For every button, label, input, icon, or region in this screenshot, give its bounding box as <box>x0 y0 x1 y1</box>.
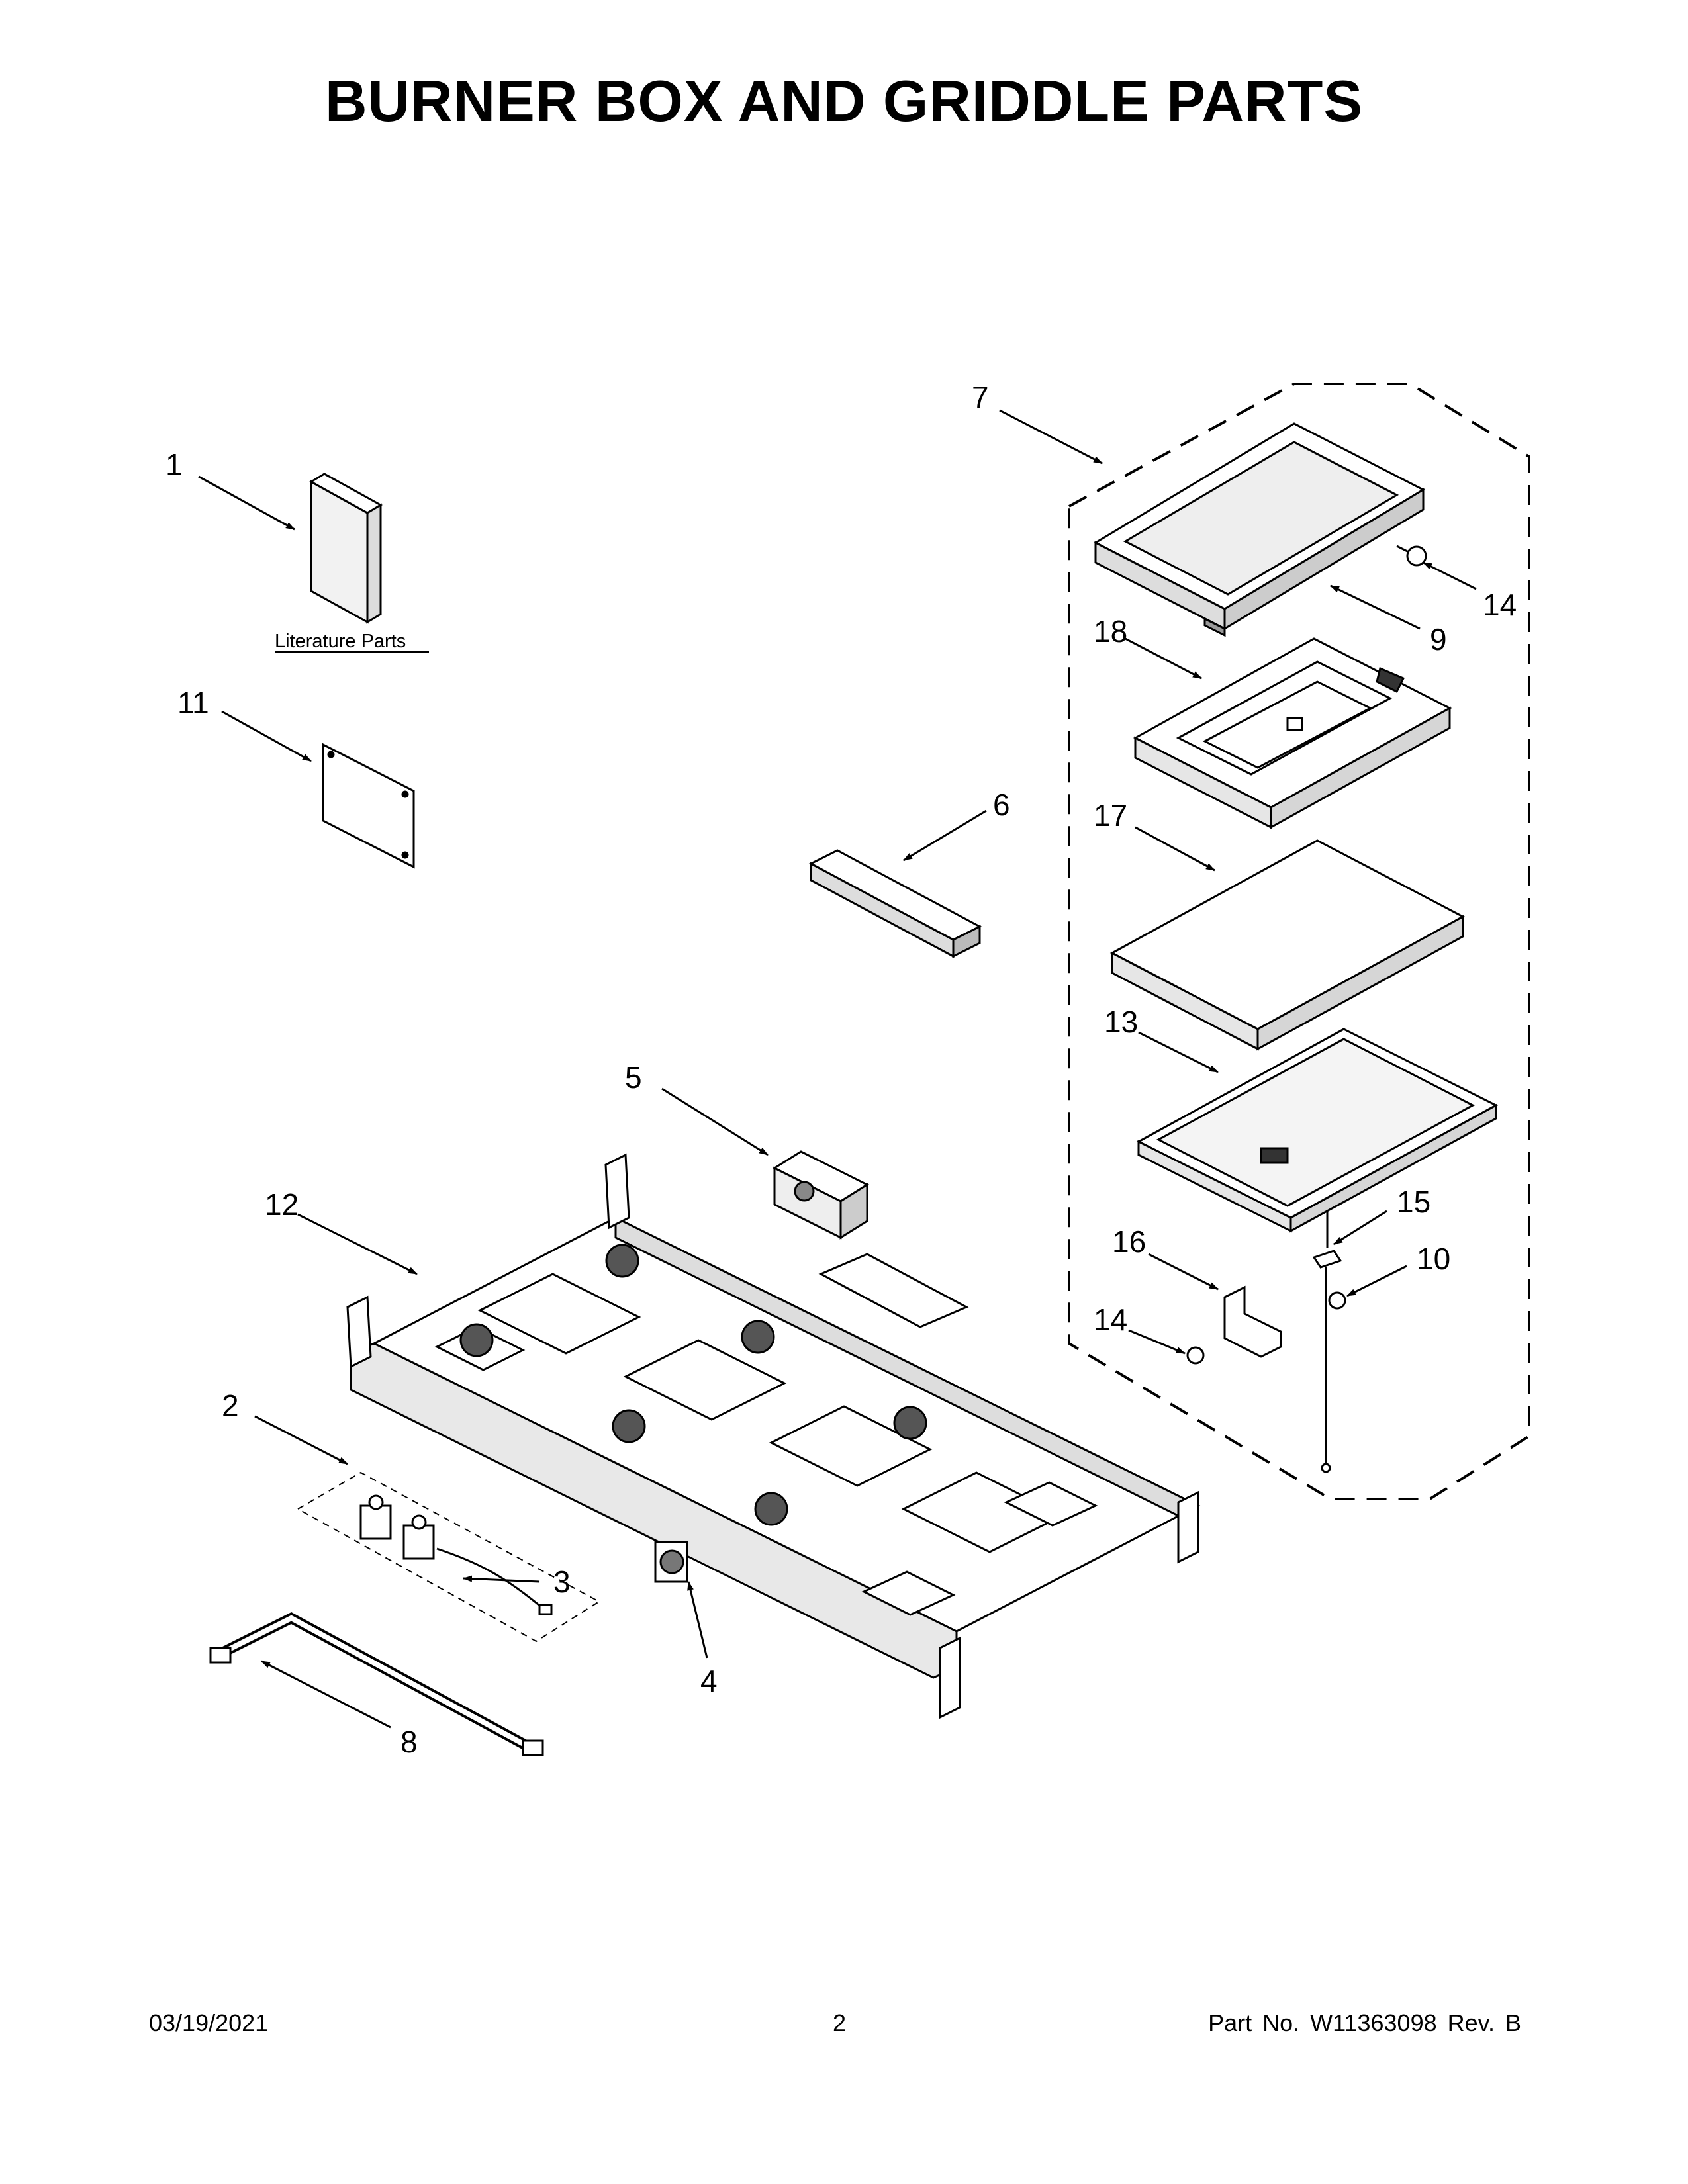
part-15-thermocouple-bracket <box>1312 1211 1342 1473</box>
leader-12 <box>297 1213 418 1275</box>
part-3-wire-harness <box>436 1547 553 1615</box>
callout-11: 11 <box>177 686 209 720</box>
part-2-valves <box>359 1494 435 1560</box>
page-title: BURNER BOX AND GRIDDLE PARTS <box>324 68 1364 134</box>
part-5-spark-module <box>772 1150 870 1240</box>
callout-17: 17 <box>1094 798 1127 833</box>
callout-5: 5 <box>625 1060 642 1095</box>
part-12-burner-box <box>346 1153 1201 1719</box>
part-14-screw-top <box>1396 545 1427 567</box>
leader-6 <box>903 809 987 862</box>
part-16-bracket <box>1223 1285 1282 1358</box>
leader-14-top <box>1423 561 1477 590</box>
leader-9 <box>1330 584 1421 630</box>
literature-parts <box>308 473 383 624</box>
leader-7 <box>999 409 1103 465</box>
callout-7: 7 <box>972 380 989 414</box>
callout-9: 9 <box>1430 622 1447 657</box>
footer-date: 03/19/2021 <box>149 2009 269 2036</box>
part-18-griddle-burner <box>1133 637 1452 829</box>
callout-14-bottom: 14 <box>1094 1302 1127 1337</box>
leader-13 <box>1138 1031 1219 1073</box>
leader-5 <box>661 1087 769 1156</box>
callout-10: 10 <box>1417 1242 1450 1276</box>
part-6-grease-trough <box>808 849 982 958</box>
leader-16 <box>1148 1253 1219 1291</box>
footer-part-number: Part No. W11363098 Rev. B <box>1208 2009 1521 2036</box>
part-11-cover-plate <box>322 743 415 869</box>
callout-13: 13 <box>1104 1005 1138 1039</box>
literature-label: Literature Parts <box>275 631 406 652</box>
part-8-manifold-pipe <box>209 1612 544 1756</box>
callout-15: 15 <box>1397 1185 1430 1219</box>
leader-4 <box>687 1581 708 1659</box>
leader-8 <box>261 1660 391 1729</box>
callout-16: 16 <box>1112 1224 1146 1259</box>
callout-2: 2 <box>222 1388 239 1423</box>
footer-page-number: 2 <box>833 2009 847 2036</box>
callout-18: 18 <box>1094 614 1127 649</box>
callout-14-top: 14 <box>1483 588 1517 622</box>
leader-17 <box>1135 826 1215 872</box>
leader-11 <box>221 710 312 762</box>
callout-4: 4 <box>700 1664 718 1698</box>
leader-10 <box>1346 1265 1407 1297</box>
callout-6: 6 <box>993 788 1010 822</box>
leader-15 <box>1333 1210 1387 1246</box>
leader-1 <box>198 475 295 531</box>
part-7-griddle-assembly-boundary <box>1068 383 1530 1500</box>
part-17-insulation <box>1109 839 1466 1051</box>
callout-8: 8 <box>400 1725 418 1759</box>
part-13-griddle-pan <box>1136 1028 1499 1233</box>
part-10-screw <box>1328 1291 1346 1310</box>
part-14-screw-bottom <box>1186 1346 1205 1365</box>
leader-14-bottom <box>1128 1329 1186 1355</box>
part-2-valve-group-boundary <box>296 1471 600 1643</box>
leader-2 <box>254 1415 348 1465</box>
callout-12: 12 <box>265 1187 299 1222</box>
leader-18 <box>1125 637 1202 680</box>
part-9-griddle-plate <box>1093 422 1426 637</box>
part-4-igniter-switch <box>654 1541 688 1583</box>
leader-3 <box>463 1575 540 1583</box>
callout-1: 1 <box>165 447 183 482</box>
